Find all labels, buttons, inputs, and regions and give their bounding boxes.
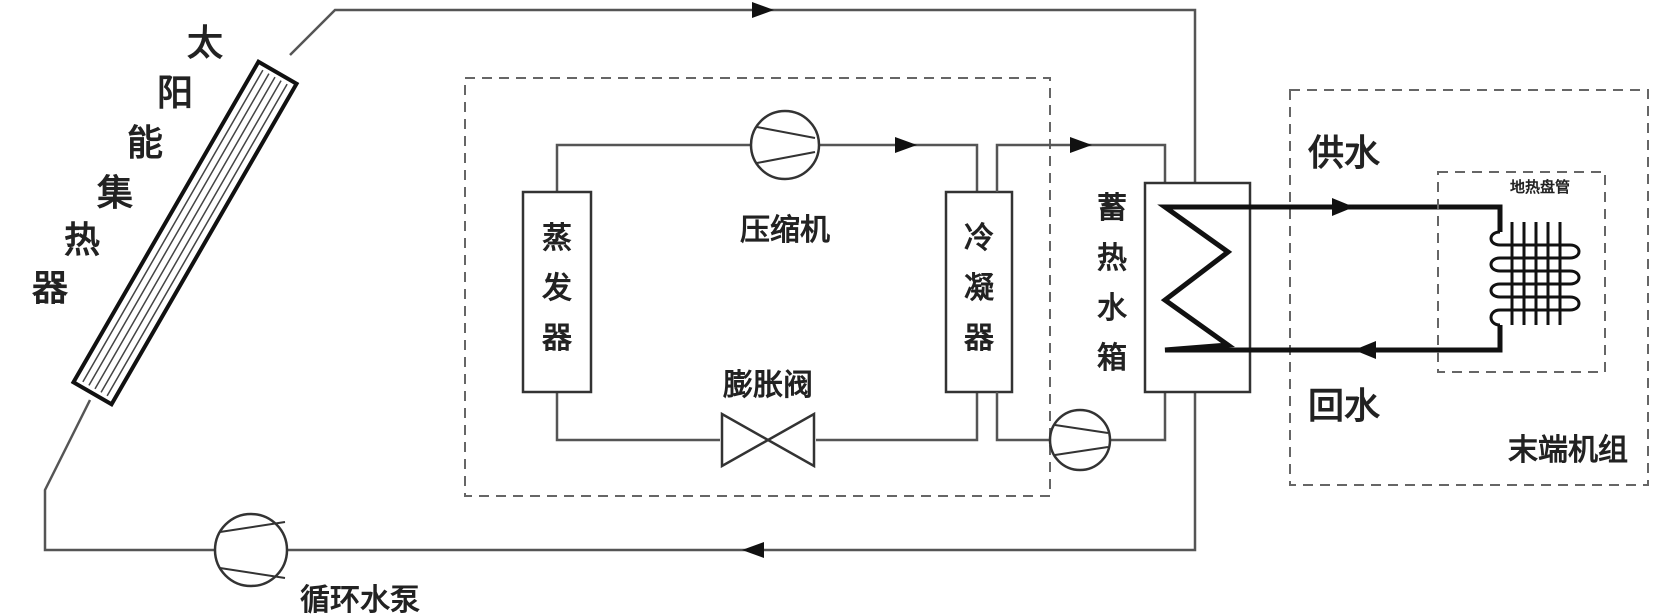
flow-arrow-bottom	[742, 542, 764, 558]
tank-heat-exchanger-coil	[1157, 204, 1250, 353]
heat-pump-box	[464, 77, 1051, 497]
solar-collector-label: 太 阳 能 集 热 器	[32, 23, 223, 309]
solar-char-5: 热	[64, 220, 100, 261]
return-water-pipe	[1250, 325, 1503, 353]
tank-char-2: 热	[1097, 241, 1127, 276]
evaporator-char-1: 蒸	[542, 221, 572, 256]
evaporator-char-2: 发	[541, 271, 572, 306]
condenser	[944, 190, 1014, 394]
solar-char-6: 器	[32, 268, 69, 309]
flow-arrow-return	[1354, 341, 1376, 359]
tank-char-3: 水	[1097, 291, 1128, 326]
solar-collector-panel	[70, 59, 300, 407]
tank-char-4: 箱	[1097, 341, 1127, 376]
terminal-unit-label: 末端机组	[1508, 433, 1628, 468]
condenser-char-1: 冷	[964, 221, 994, 256]
terminal-unit-box	[1289, 89, 1649, 486]
condenser-char-3: 器	[963, 321, 995, 356]
evaporator-char-3: 器	[541, 321, 573, 356]
storage-tank	[1143, 181, 1252, 394]
condenser-pump	[1048, 408, 1112, 472]
condenser-water-pipe-top	[995, 143, 1167, 192]
expansion-valve	[720, 411, 816, 469]
condenser-water-pipe-bottom	[995, 392, 1050, 442]
solar-char-2: 阳	[157, 73, 193, 114]
refrigerant-bottom-pipe-2	[816, 392, 979, 442]
compressor	[749, 109, 821, 181]
condenser-water-pipe-bottom-2	[1110, 392, 1167, 442]
refrigerant-bottom-pipe	[555, 392, 720, 442]
supply-water-label: 供水	[1308, 133, 1381, 174]
refrigerant-top-pipe-2	[818, 143, 979, 192]
circulation-pump	[213, 512, 289, 588]
circulation-pump-label: 循环水泵	[300, 583, 420, 616]
condenser-char-2: 凝	[964, 271, 995, 306]
floor-heating-coil-label: 地热盘管	[1510, 178, 1570, 196]
solar-char-4: 集	[96, 173, 133, 214]
solar-supply-pipe	[43, 8, 1197, 552]
solar-char-1: 太	[187, 23, 223, 64]
refrigerant-top-pipe	[555, 143, 752, 192]
flow-arrow-condenser	[1070, 137, 1092, 153]
flow-arrow-supply	[1332, 198, 1354, 216]
flow-arrow-top	[752, 2, 774, 18]
expansion-valve-label: 膨胀阀	[723, 368, 813, 403]
solar-char-3: 能	[127, 123, 163, 164]
compressor-label: 压缩机	[740, 213, 830, 248]
evaporator	[521, 190, 593, 394]
flow-arrow-refrigerant	[895, 137, 917, 153]
floor-heating-box	[1437, 171, 1606, 373]
supply-water-pipe	[1250, 204, 1503, 232]
floor-heating-coil	[1489, 222, 1581, 327]
return-water-label: 回水	[1308, 386, 1381, 427]
tank-char-1: 蓄	[1097, 191, 1127, 226]
